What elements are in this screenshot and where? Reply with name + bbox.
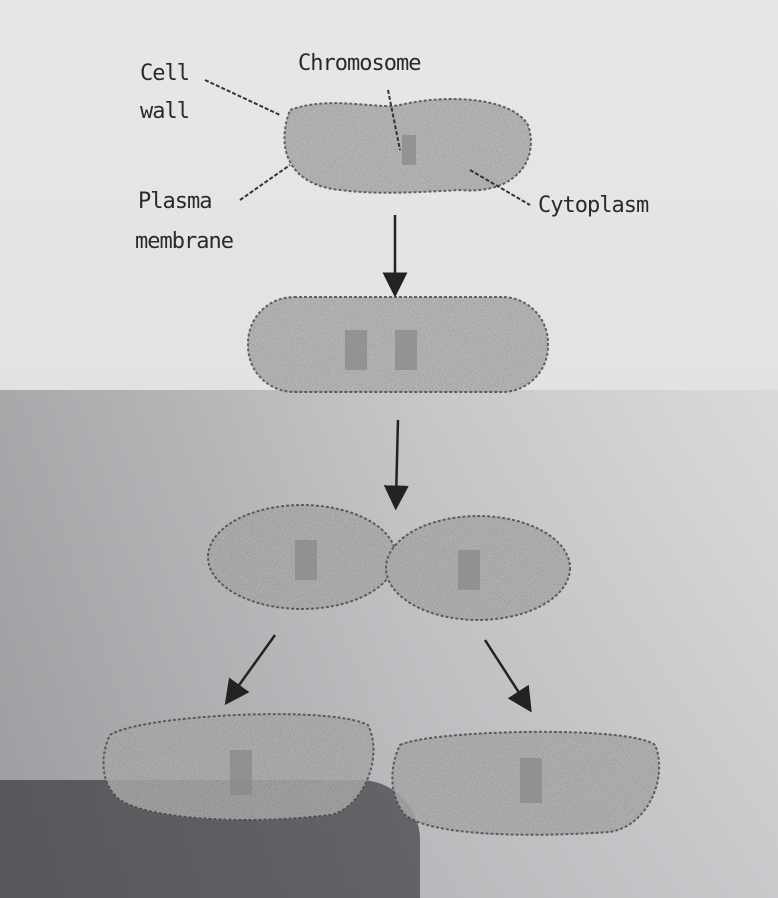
label-cell-wall-1: Cell: [140, 61, 189, 86]
arrow-2: [383, 419, 409, 511]
label-cytoplasm: Cytoplasm: [538, 193, 649, 218]
chromosomes: [230, 135, 542, 803]
arrow-3-left: [224, 634, 277, 706]
label-chromosome: Chromosome: [298, 51, 420, 76]
label-plasma-membrane-2: membrane: [135, 229, 233, 254]
label-cell-wall-2: wall: [140, 99, 189, 124]
label-plasma-membrane-1: Plasma: [138, 189, 211, 214]
arrows: [224, 215, 532, 713]
arrow-3-right: [483, 639, 532, 713]
leader-lines: [204, 79, 531, 206]
